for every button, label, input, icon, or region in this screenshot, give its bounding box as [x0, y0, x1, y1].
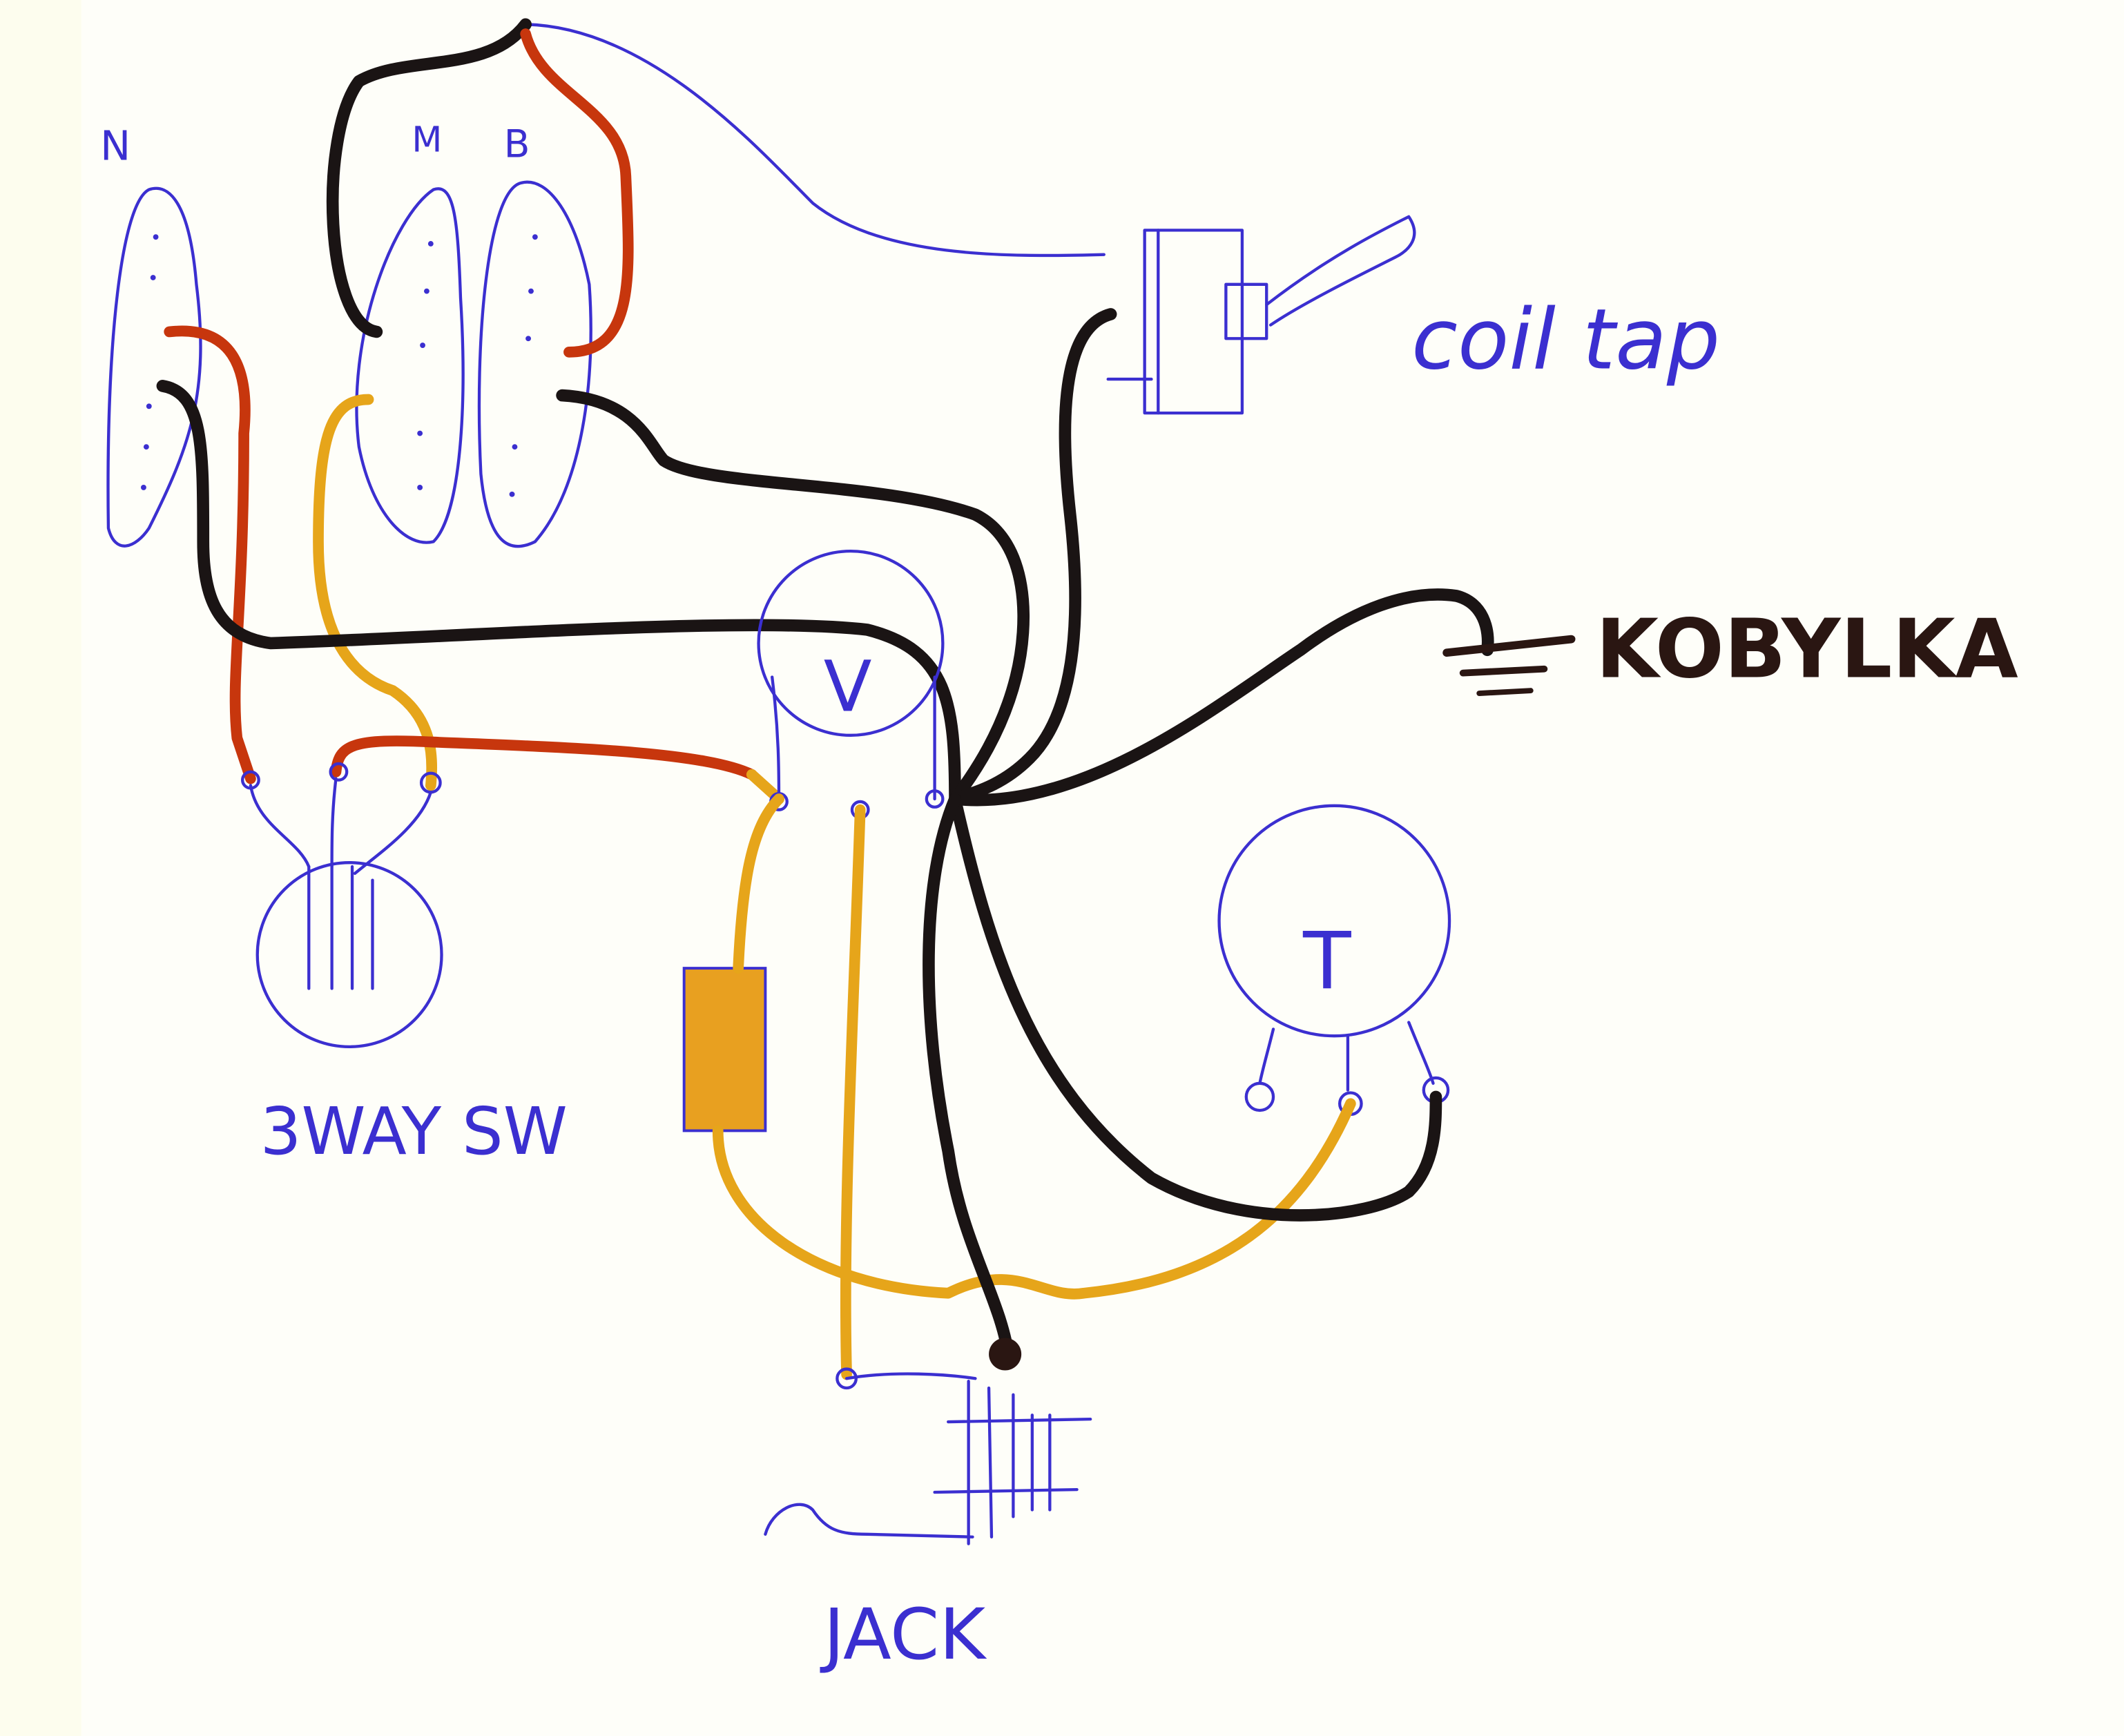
wire-cap-tone — [712, 1098, 1356, 1300]
wire-volume-to-jack — [840, 804, 866, 1380]
wire-ground-kobylka — [949, 588, 1494, 807]
volume-pot-label: V — [824, 646, 872, 729]
wire-neck-red — [164, 325, 256, 784]
capacitor — [682, 967, 767, 1132]
bridge-pickup-label: B — [504, 122, 530, 166]
wire-middle-yellow — [313, 394, 438, 791]
wire-ground-tone — [949, 793, 1442, 1222]
tone-pot-label: T — [1302, 916, 1351, 1007]
bridge-pickup — [477, 180, 592, 548]
wire-bridge-red-top — [520, 28, 634, 358]
switch-label: 3WAY SW — [260, 1094, 568, 1170]
wire-neck-black — [156, 380, 961, 805]
solder-blob — [989, 1338, 1022, 1371]
neck-pickup-label: N — [100, 122, 131, 169]
ground-label: KOBYLKA — [1596, 602, 2018, 697]
wire-switch-out-red — [330, 735, 757, 780]
paper-shadow — [0, 0, 81, 1736]
wire-cap-in — [733, 793, 784, 974]
ground-icon — [1442, 635, 1576, 696]
three-way-switch — [240, 762, 443, 1049]
wire-coil-tap-black — [949, 308, 1117, 805]
middle-pickup — [355, 187, 465, 544]
middle-pickup-label: M — [412, 120, 442, 161]
output-jack — [764, 1367, 1092, 1545]
wire-ground-jack — [923, 793, 1016, 1367]
wire-bridge-black — [556, 389, 1030, 805]
wire-middle-black-top — [326, 18, 532, 338]
coil-tap-switch — [1106, 215, 1416, 415]
coil-tap-label: coil tap — [1411, 290, 1720, 388]
neck-pickup — [106, 186, 202, 548]
jack-label: JACK — [820, 1594, 988, 1676]
wire-coil-tap-thin — [523, 23, 1106, 258]
